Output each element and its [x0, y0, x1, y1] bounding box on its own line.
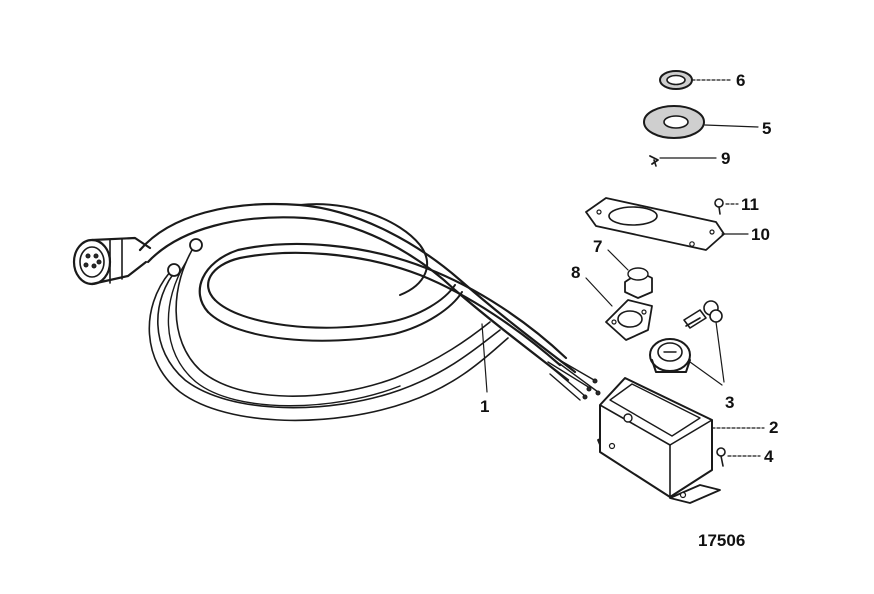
bezel — [643, 105, 759, 139]
callout-9: 9 — [721, 149, 730, 168]
callout-2: 2 — [769, 418, 778, 437]
callout-10: 10 — [751, 225, 770, 244]
small-screw — [649, 155, 717, 167]
mounting-gasket — [585, 277, 653, 341]
box-screw — [716, 447, 761, 467]
plate-screw — [714, 198, 739, 215]
callout-3: 3 — [725, 393, 734, 412]
switch-nut — [607, 249, 653, 299]
callout-1: 1 — [480, 397, 489, 416]
callout-11: 11 — [741, 195, 759, 214]
retaining-ring — [659, 70, 733, 90]
callout-7: 7 — [593, 237, 602, 256]
callout-5: 5 — [762, 119, 771, 138]
wire-harness — [72, 202, 601, 422]
figure-number: 17506 — [698, 531, 745, 550]
callout-4: 4 — [764, 447, 774, 466]
switch-box — [597, 377, 765, 504]
callout-8: 8 — [571, 263, 580, 282]
cover-plate — [585, 197, 749, 251]
callout-6: 6 — [736, 71, 745, 90]
ignition-switch — [649, 300, 725, 386]
